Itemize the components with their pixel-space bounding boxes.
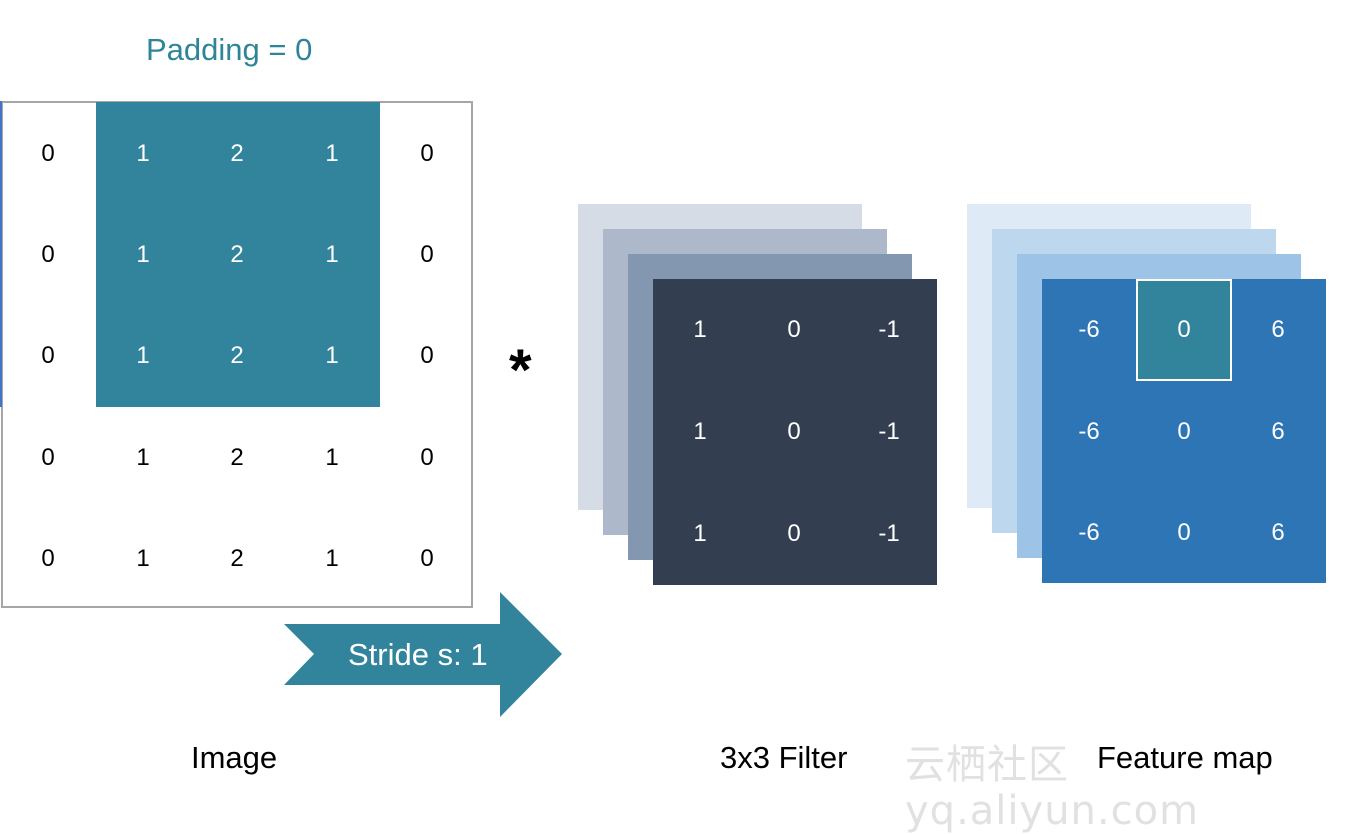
image-cell-r4-c3: 2	[230, 444, 244, 471]
image-cell-r4-c1: 0	[41, 444, 55, 471]
filter-cell-r3-c2: 0	[787, 520, 801, 547]
filter-cell-r1-c1: 1	[693, 316, 707, 343]
filter-cell-r1-c2: 0	[787, 316, 801, 343]
feature-map-cell-r2-c2: 0	[1177, 418, 1191, 445]
feature-map-cell-r3-c2: 0	[1177, 519, 1191, 546]
image-cell-r1-c1: 0	[41, 140, 55, 167]
image-cell-r5-c5: 0	[420, 545, 434, 572]
image-cell-r1-c5: 0	[420, 140, 434, 167]
image-cell-r3-c2: 1	[136, 342, 150, 369]
image-grid-edge-accent	[0, 101, 2, 407]
image-cell-r2-c3: 2	[230, 241, 244, 268]
image-cell-r5-c2: 1	[136, 545, 150, 572]
filter-cell-r1-c3: -1	[878, 316, 900, 343]
image-cell-r4-c2: 1	[136, 444, 150, 471]
feature-map-label: Feature map	[1097, 740, 1273, 775]
image-cell-r2-c4: 1	[325, 241, 339, 268]
image-cell-r3-c5: 0	[420, 342, 434, 369]
image-cell-r3-c4: 1	[325, 342, 339, 369]
filter-cell-r3-c3: -1	[878, 520, 900, 547]
convolution-operator: *	[509, 338, 532, 403]
image-cell-r4-c5: 0	[420, 444, 434, 471]
feature-map-cell-r1-c3: 6	[1271, 316, 1285, 343]
image-cell-r2-c5: 0	[420, 241, 434, 268]
image-cell-r1-c4: 1	[325, 140, 339, 167]
stride-arrow	[284, 592, 562, 717]
image-cell-r5-c1: 0	[41, 545, 55, 572]
image-cell-r1-c2: 1	[136, 140, 150, 167]
feature-map-cell-r1-c2: 0	[1177, 316, 1191, 343]
watermark: 云栖社区 yq.aliyun.com	[905, 742, 1200, 834]
feature-map-cell-r3-c1: -6	[1078, 519, 1100, 546]
receptive-field-highlight	[96, 102, 380, 407]
image-label: Image	[191, 740, 278, 775]
image-cell-r5-c3: 2	[230, 545, 244, 572]
image-cell-r2-c2: 1	[136, 241, 150, 268]
feature-map-highlight-cell	[1136, 279, 1232, 381]
filter-layer-front	[653, 279, 937, 585]
filter-cell-r2-c2: 0	[787, 418, 801, 445]
feature-map-cell-r2-c3: 6	[1271, 418, 1285, 445]
stride-label: Stride s: 1	[348, 637, 488, 672]
image-cell-r4-c4: 1	[325, 444, 339, 471]
padding-title: Padding = 0	[146, 32, 313, 67]
image-cell-r1-c3: 2	[230, 140, 244, 167]
feature-map-cell-r3-c3: 6	[1271, 519, 1285, 546]
filter-cell-r2-c1: 1	[693, 418, 707, 445]
filter-cell-r3-c1: 1	[693, 520, 707, 547]
feature-map-cell-r2-c1: -6	[1078, 418, 1100, 445]
image-cell-r5-c4: 1	[325, 545, 339, 572]
image-cell-r2-c1: 0	[41, 241, 55, 268]
feature-map-cell-r1-c1: -6	[1078, 316, 1100, 343]
filter-label: 3x3 Filter	[720, 740, 848, 775]
filter-cell-r2-c3: -1	[878, 418, 900, 445]
image-cell-r3-c3: 2	[230, 342, 244, 369]
image-cell-r3-c1: 0	[41, 342, 55, 369]
